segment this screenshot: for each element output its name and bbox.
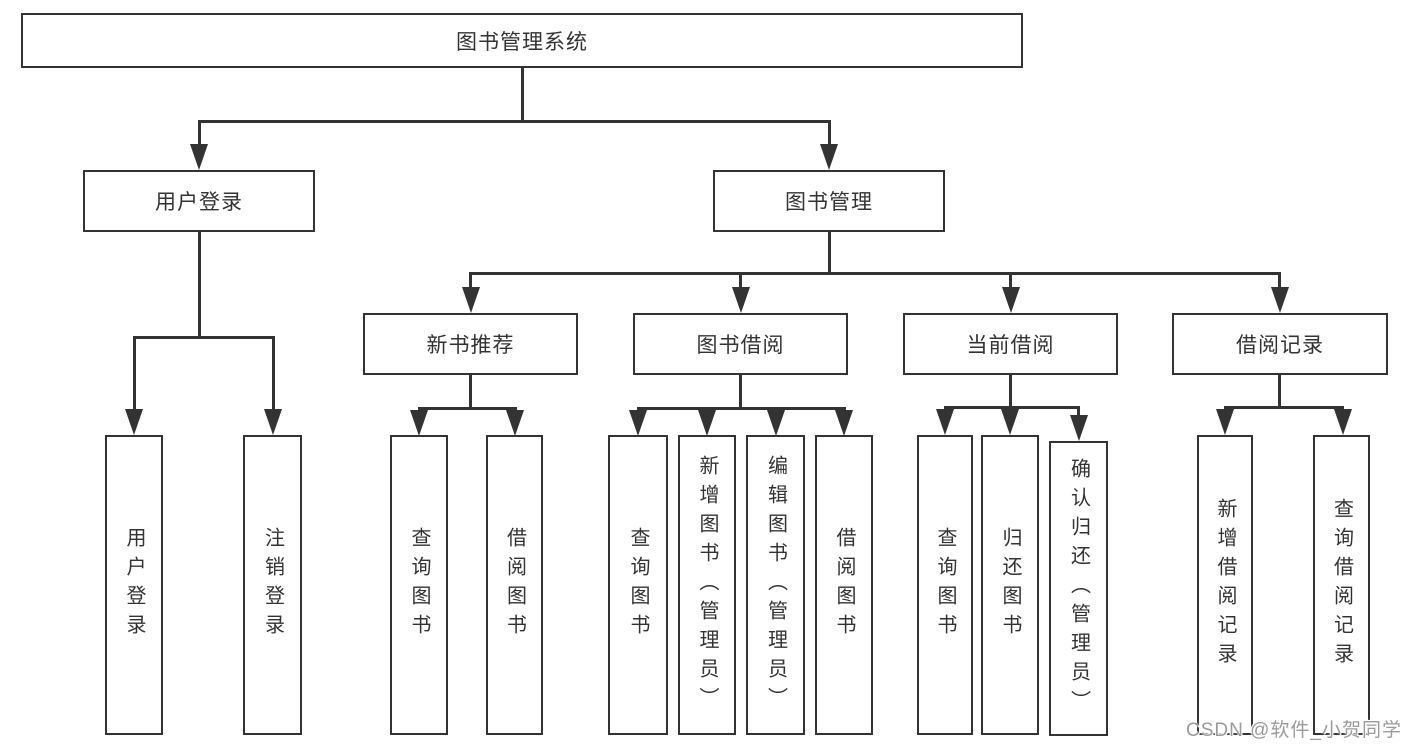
arrowhead-down-icon [190,144,208,170]
leaf-borrow-query-books: 查询图书 [608,435,668,735]
connector-line [1278,275,1281,287]
connector-line [827,232,831,272]
node-book-borrowing: 图书借阅 [633,313,848,375]
connector-line [469,275,472,287]
node-label: 图书借阅 [696,334,785,357]
arrowhead-down-icon [698,410,716,436]
arrowhead-down-icon [1069,415,1088,441]
connector-line [520,68,524,120]
connector-line [197,232,201,336]
node-label: 用户登录 [155,191,243,214]
connector-line [827,123,831,146]
node-label: 新书推荐 [426,334,515,357]
leaf-record-add-borrow-record: 新增借阅记录 [1197,435,1253,735]
arrowhead-down-icon [629,410,647,436]
csdn-watermark: CSDN @软件_小贺同学 [1186,720,1402,741]
node-borrowing-records: 借阅记录 [1172,313,1388,375]
leaf-current-return-books: 归还图书 [981,435,1039,735]
leaf-newbook-borrow-books: 借阅图书 [486,435,543,735]
arrowhead-down-icon [1270,287,1289,313]
leaf-borrow-add-books-admin: 新增图书（管理员） [678,435,736,735]
leaf-label: 用户登录 [123,527,145,643]
leaf-current-query-books: 查询图书 [917,435,973,735]
connector-line [1223,406,1344,409]
arrowhead-down-icon [410,410,428,436]
arrowhead-down-icon [766,410,785,436]
connector-line [132,339,136,409]
leaf-label: 查询借阅记录 [1330,498,1353,672]
connector-line [739,375,742,407]
connector-line [197,120,831,123]
arrowhead-down-icon [461,287,480,313]
leaf-label: 查询图书 [627,527,649,643]
leaf-label: 查询图书 [934,527,956,643]
arrowhead-down-icon [936,409,954,435]
connector-line [469,272,1281,275]
node-book-management: 图书管理 [713,170,945,232]
leaf-current-confirm-return-admin: 确认归还（管理员） [1049,441,1108,736]
node-book-management-system: 图书管理系统 [21,13,1023,68]
arrowhead-down-icon [1333,409,1352,435]
node-label: 图书管理系统 [456,30,588,54]
node-label: 借阅记录 [1236,334,1324,357]
connector-line [1009,275,1012,287]
leaf-label: 确认归还（管理员） [1067,458,1090,719]
arrowhead-down-icon [835,410,853,436]
arrowhead-down-icon [1001,287,1020,313]
connector-line [469,375,472,407]
connector-line [943,406,1080,409]
leaf-label: 编辑图书（管理员） [764,454,787,716]
leaf-label: 归还图书 [999,527,1021,643]
arrowhead-down-icon [1216,409,1234,435]
connector-line [197,123,201,146]
leaf-label: 借阅图书 [503,527,526,643]
arrowhead-down-icon [125,409,143,435]
arrowhead-down-icon [505,410,524,436]
node-user-login: 用户登录 [83,170,315,232]
connector-line [1077,409,1080,417]
connector-line [739,275,742,287]
leaf-borrow-borrow-books: 借阅图书 [815,435,873,735]
connector-line [1278,375,1281,406]
connector-line [132,336,275,339]
arrowhead-down-icon [1001,409,1019,435]
node-new-book-recommendation: 新书推荐 [363,313,578,375]
leaf-label: 新增借阅记录 [1214,498,1236,672]
node-label: 当前借阅 [966,334,1055,357]
leaf-record-query-borrow-record: 查询借阅记录 [1313,435,1370,735]
arrowhead-down-icon [264,409,282,435]
leaf-logout: 注销登录 [243,435,302,735]
connector-line [417,407,517,410]
arrowhead-down-icon [731,287,750,313]
leaf-label: 注销登录 [261,527,284,643]
node-current-borrowing: 当前借阅 [903,313,1118,375]
leaf-label: 新增图书（管理员） [696,454,718,716]
node-label: 图书管理 [785,191,873,214]
connector-line [271,339,275,409]
connector-line [1009,375,1012,406]
arrowhead-down-icon [820,144,838,170]
leaf-label: 借阅图书 [833,527,855,643]
connector-line [636,407,846,410]
leaf-label: 查询图书 [408,527,430,643]
leaf-newbook-query-books: 查询图书 [390,435,448,735]
leaf-borrow-edit-books-admin: 编辑图书（管理员） [746,435,805,735]
leaf-user-login: 用户登录 [105,435,163,735]
